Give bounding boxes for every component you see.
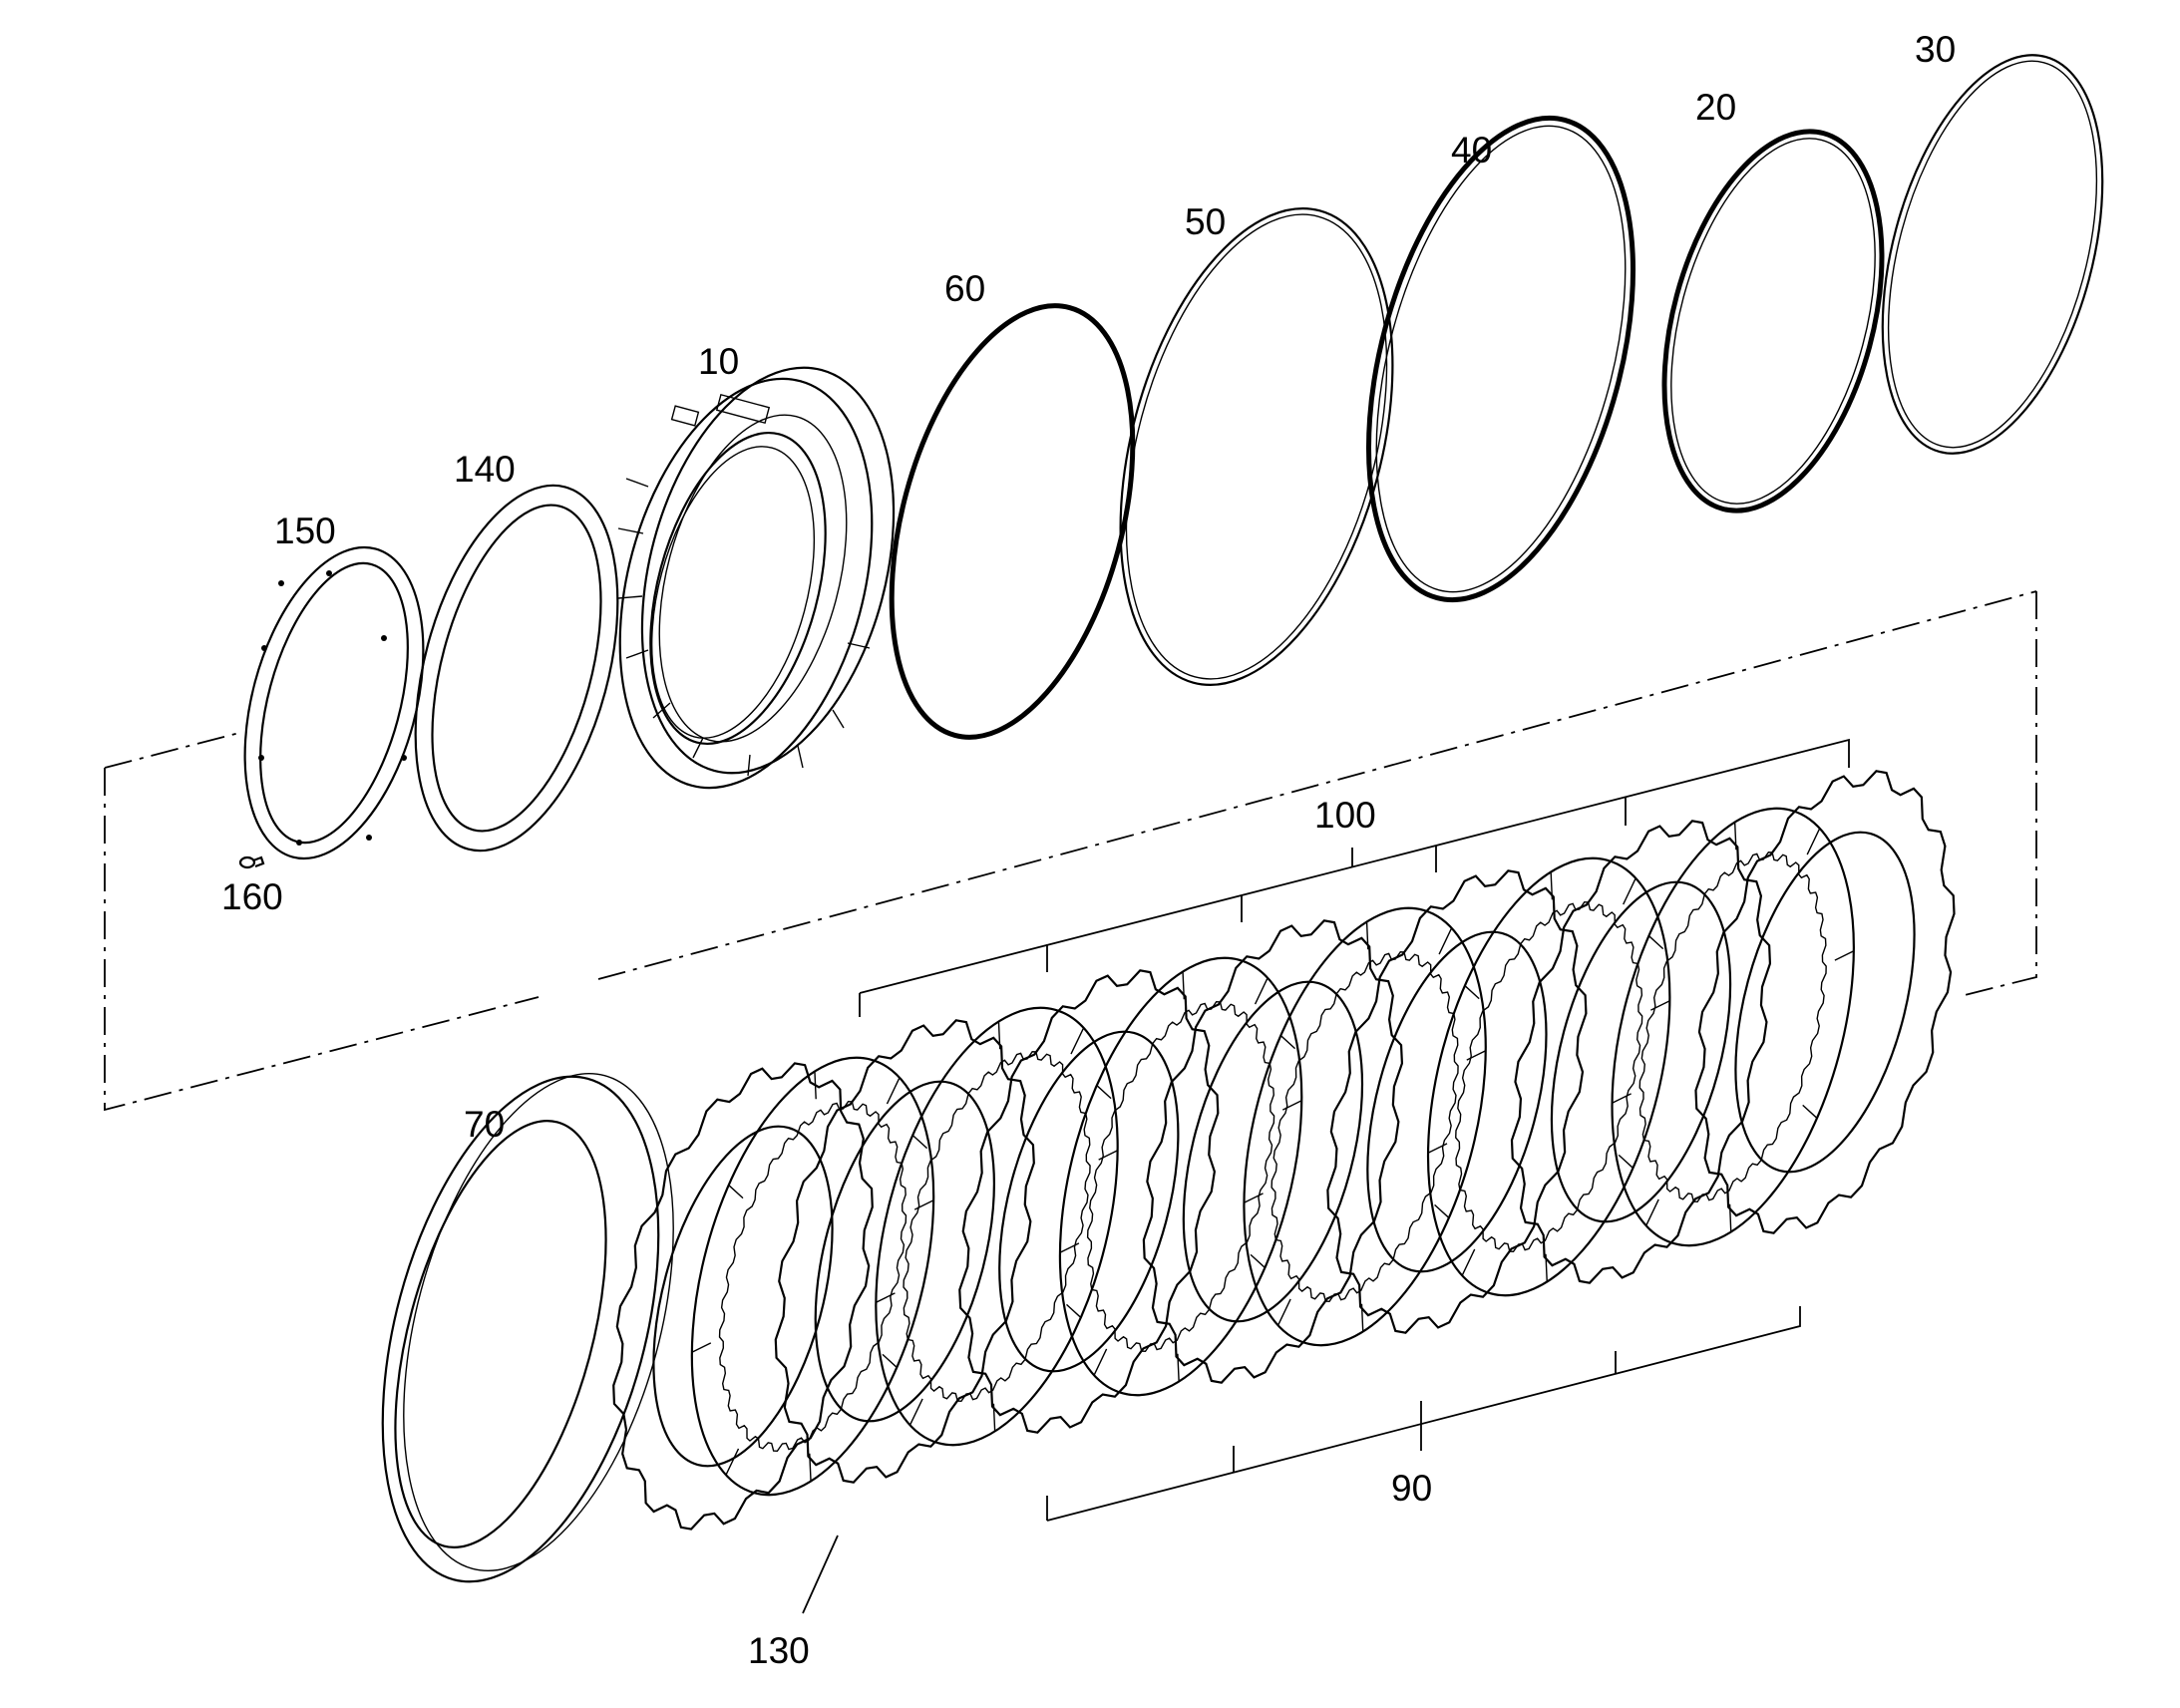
friction-disc-spline [1086,1001,1275,1352]
callout-70: 70 [464,1104,505,1145]
steel-plate [1142,919,1404,1384]
end-plate-130 [612,1062,874,1531]
friction-disc [875,1006,1119,1447]
steel-plate-bore [1734,831,1916,1174]
steel-plate-bore [1366,930,1548,1273]
end-plate-130-bore [652,1125,834,1468]
callout-150: 150 [274,511,336,551]
bracket-90 [1046,1306,1801,1522]
steel-plate-bore [1550,880,1732,1223]
piston-10 [617,366,896,790]
friction-disc-grooves [876,1021,1118,1432]
friction-disc-spline [718,1101,908,1452]
plate-150 [243,545,425,860]
screw-160 [238,855,265,869]
ring-40 [1366,115,1635,603]
ring-140 [414,484,619,853]
callout-100: 100 [1314,795,1376,836]
friction-disc-spline [903,1051,1091,1402]
clutch-pack [612,770,1956,1531]
callout-130: 130 [748,1630,810,1671]
callout-50: 50 [1185,201,1226,242]
callout-10: 10 [698,341,739,382]
bracket-100 [859,738,1850,1017]
callout-40: 40 [1451,130,1492,171]
ring-20 [1661,129,1885,513]
friction-disc-grooves [1059,971,1302,1382]
callout-60: 60 [944,268,985,309]
steel-plate-bore [998,1030,1180,1373]
ring-70 [381,1073,674,1583]
callout-160: 160 [221,876,283,917]
ring-50 [1119,207,1394,686]
friction-disc-grooves [1612,822,1855,1232]
ring-30 [1881,54,2104,455]
steel-plate-bore [814,1080,995,1423]
steel-plate [958,969,1220,1434]
friction-disc-spline [1455,901,1643,1252]
friction-disc-grooves [1244,921,1487,1332]
friction-disc [1243,906,1487,1347]
friction-disc-grooves [1427,871,1670,1282]
friction-disc [1058,956,1303,1397]
assembly-boundary [104,590,2037,1112]
steel-plate [1694,770,1956,1234]
friction-disc [1611,807,1855,1247]
friction-disc-spline [1638,852,1827,1202]
friction-disc [1426,856,1671,1297]
steel-plate [1510,820,1772,1284]
friction-disc-spline [1271,951,1459,1302]
steel-plate-bore [1182,980,1364,1323]
callout-90: 90 [1391,1468,1432,1509]
leader-130 [802,1535,839,1614]
steel-plate [774,1019,1035,1484]
steel-plate [1326,869,1588,1334]
callout-20: 20 [1695,87,1736,128]
snap-ring-60 [889,303,1136,740]
callout-140: 140 [454,449,516,490]
callout-30: 30 [1915,29,1956,70]
